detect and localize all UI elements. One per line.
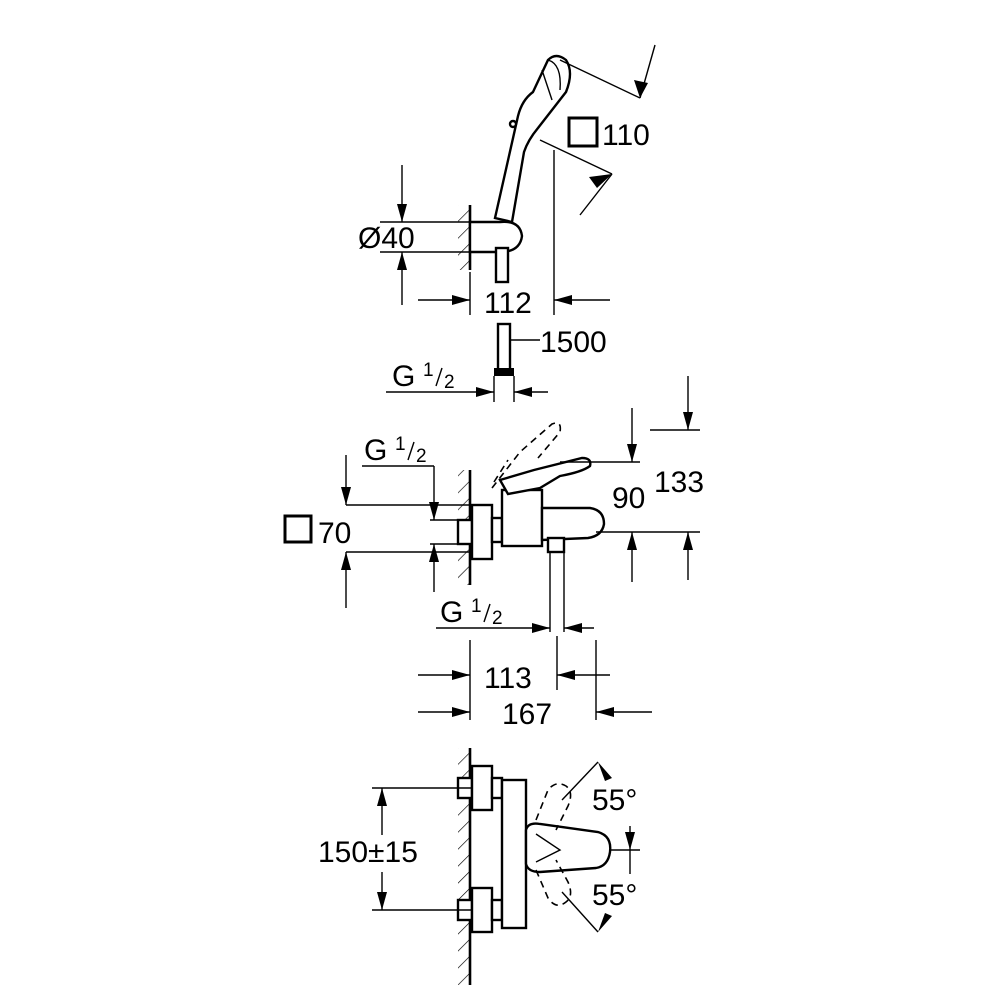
rosette-lower bbox=[470, 886, 494, 934]
hose-1500-label: 1500 bbox=[540, 326, 607, 359]
lever-top bbox=[524, 822, 612, 874]
dim-90-label: 90 bbox=[612, 482, 645, 515]
hose bbox=[496, 322, 512, 372]
eccentric-nut bbox=[456, 518, 474, 546]
svg-text:1: 1 bbox=[395, 434, 406, 455]
diverter bbox=[546, 536, 566, 554]
dim-133-label: 133 bbox=[654, 466, 704, 499]
hose-stub bbox=[494, 246, 510, 284]
lever bbox=[498, 456, 592, 496]
hand-shower-view: 110 Ø40 112 1500 G 1 2 bbox=[358, 44, 656, 402]
square-symbol bbox=[567, 116, 599, 148]
angle-top-label: 55° bbox=[592, 784, 637, 817]
hose-nut bbox=[494, 368, 514, 376]
spout bbox=[540, 506, 606, 542]
thread-label-hose: G 1 2 bbox=[392, 360, 455, 393]
svg-text:G: G bbox=[364, 434, 387, 467]
svg-text:2: 2 bbox=[444, 372, 455, 393]
svg-text:2: 2 bbox=[416, 446, 427, 467]
dim-150-label: 150±15 bbox=[318, 836, 418, 869]
square-70-label: 70 bbox=[318, 517, 351, 550]
thread-label-inlet: G 1 2 bbox=[364, 434, 427, 467]
svg-text:1: 1 bbox=[423, 360, 434, 381]
dim-112-label: 112 bbox=[484, 287, 532, 320]
ext-line bbox=[559, 59, 641, 99]
mixer-body bbox=[500, 488, 544, 548]
wall-hatch bbox=[458, 205, 470, 270]
angle-bottom-label: 55° bbox=[592, 879, 637, 912]
mixer-body-top bbox=[500, 778, 528, 930]
svg-text:G: G bbox=[392, 360, 415, 393]
diameter-40-label: Ø40 bbox=[358, 222, 415, 255]
rosette bbox=[470, 503, 494, 561]
dim-113-label: 113 bbox=[484, 662, 532, 695]
square-110-label: 110 bbox=[602, 119, 650, 152]
svg-text:2: 2 bbox=[492, 608, 503, 629]
svg-text:1: 1 bbox=[471, 596, 482, 617]
square-symbol bbox=[283, 514, 313, 544]
svg-text:G: G bbox=[440, 596, 463, 629]
mixer-top-view: 55° 55° 150±15 bbox=[318, 748, 640, 985]
thread-label-outlet: G 1 2 bbox=[440, 596, 503, 629]
dim-167-label: 167 bbox=[502, 698, 552, 731]
hand-shower bbox=[493, 54, 572, 224]
mixer-side-view: 70 G 1 2 90 133 G bbox=[283, 376, 704, 731]
rosette-upper bbox=[470, 764, 494, 812]
